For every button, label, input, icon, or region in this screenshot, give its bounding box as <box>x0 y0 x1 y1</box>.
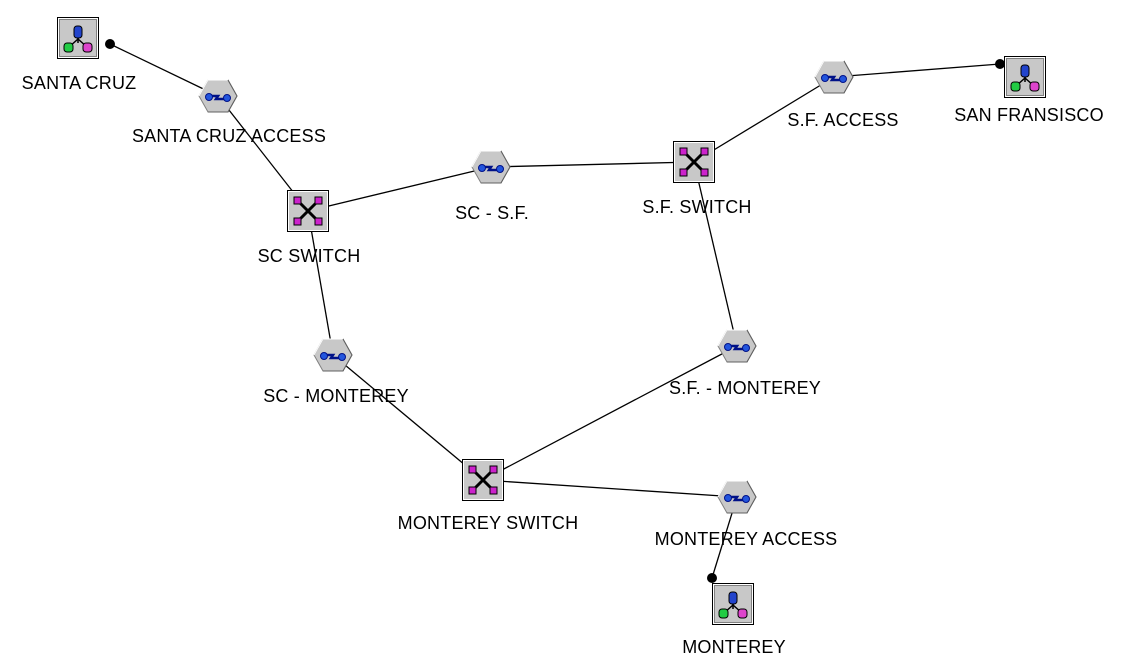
connection-line <box>482 345 738 481</box>
connection-line <box>307 166 492 212</box>
label-monterey: MONTEREY <box>682 637 786 657</box>
label-monterey-access: MONTEREY ACCESS <box>654 529 838 549</box>
link-hexagon-icon <box>717 329 757 363</box>
link-node-sc-monterey[interactable] <box>312 334 354 376</box>
link-node-sf-access[interactable] <box>813 56 855 98</box>
connection-endpoint-dot <box>105 39 115 49</box>
connection-line <box>482 479 738 498</box>
label-santa-cruz-access: SANTA CRUZ ACCESS <box>131 126 327 146</box>
label-sf-access: S.F. ACCESS <box>787 110 899 130</box>
label-sc-monterey: SC - MONTEREY <box>263 386 409 406</box>
switch-node-sc[interactable] <box>287 190 329 232</box>
site-node-monterey[interactable] <box>712 583 754 625</box>
switch-node-monterey[interactable] <box>462 459 504 501</box>
link-node-santa-cruz-access[interactable] <box>197 75 239 117</box>
link-node-sc-sf[interactable] <box>470 146 512 188</box>
link-hexagon-icon <box>717 480 757 514</box>
site-node-santa-cruz[interactable] <box>57 17 99 59</box>
link-hexagon-icon <box>313 338 353 372</box>
label-sc-sf: SC - S.F. <box>455 203 529 223</box>
link-hexagon-icon <box>198 79 238 113</box>
connection-line <box>332 354 484 481</box>
connection-endpoint-dot <box>707 573 717 583</box>
switch-icon <box>287 190 329 232</box>
label-sf-monterey: S.F. - MONTEREY <box>668 378 822 398</box>
link-node-monterey-access[interactable] <box>716 476 758 518</box>
connection-line <box>490 161 695 168</box>
switch-node-sf[interactable] <box>673 141 715 183</box>
connection-endpoint-dot <box>995 59 1005 69</box>
connection-line <box>693 76 835 163</box>
label-sc-switch: SC SWITCH <box>257 246 361 266</box>
link-hexagon-icon <box>471 150 511 184</box>
connection-line <box>833 63 1001 78</box>
connection-endpoints <box>105 39 1005 583</box>
link-hexagon-icon <box>814 60 854 94</box>
switch-icon <box>673 141 715 183</box>
link-node-sf-monterey[interactable] <box>716 325 758 367</box>
label-santa-cruz: SANTA CRUZ <box>21 73 137 93</box>
site-node-icon <box>1004 56 1046 98</box>
switch-icon <box>462 459 504 501</box>
site-node-san-fransisco[interactable] <box>1004 56 1046 98</box>
label-sf-switch: S.F. SWITCH <box>642 197 752 217</box>
site-node-icon <box>712 583 754 625</box>
connection-line <box>307 210 334 356</box>
label-san-fransisco: SAN FRANSISCO <box>954 105 1104 125</box>
connection-line <box>693 161 738 347</box>
connection-line <box>109 43 219 97</box>
site-node-icon <box>57 17 99 59</box>
label-monterey-switch: MONTEREY SWITCH <box>397 513 579 533</box>
